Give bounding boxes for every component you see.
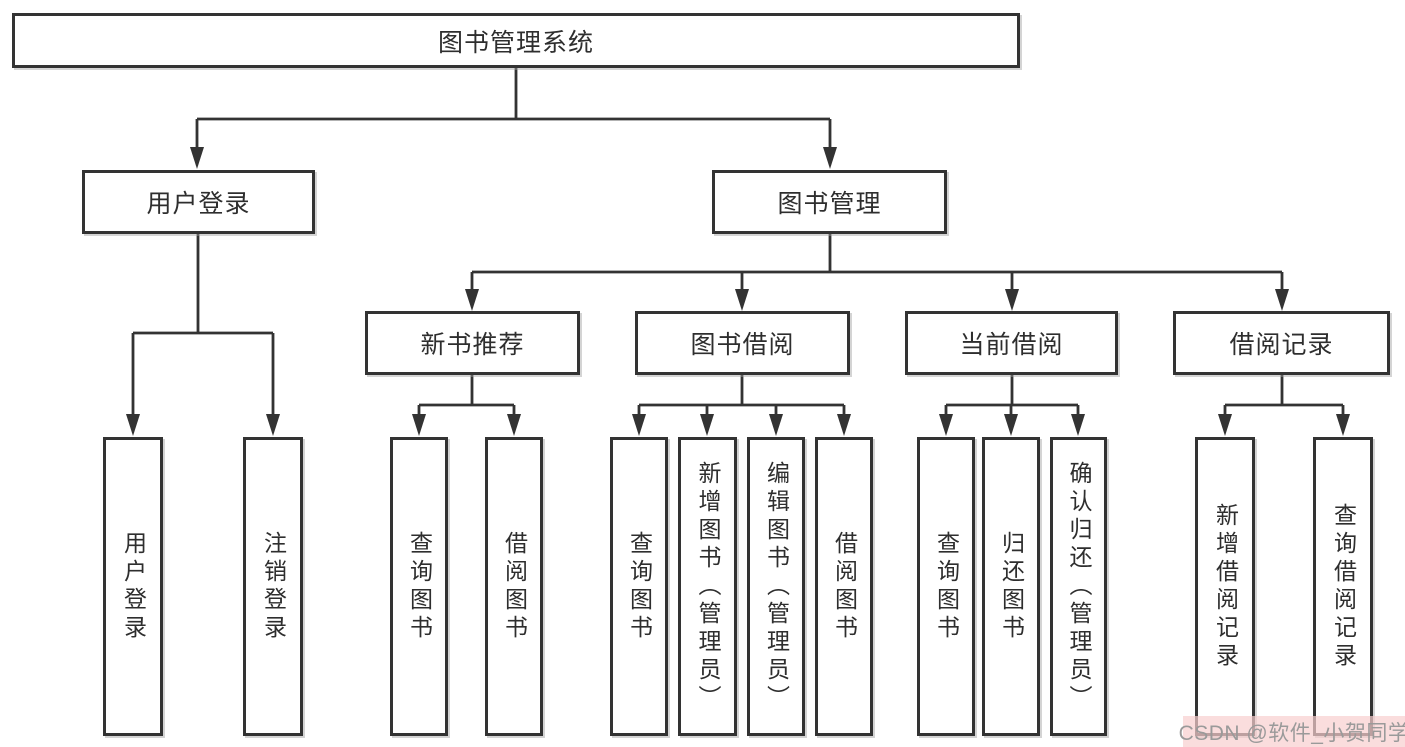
- leaf-current-query-books: 查询图书: [917, 437, 975, 736]
- leaf-current-query-books-label: 查询图书: [933, 530, 960, 643]
- leaf-borrow-edit-books-admin: 编辑图书（管理员）: [747, 437, 805, 736]
- leaf-current-confirm-return-admin: 确认归还（管理员）: [1050, 437, 1107, 736]
- edge-userlogin-to-children: [131, 234, 275, 417]
- arrow-icon: [507, 414, 521, 436]
- arrow-icon: [412, 414, 426, 436]
- arrow-icon: [735, 289, 749, 311]
- arrow-icon: [1071, 414, 1085, 436]
- edge-currentborrow-to-children: [944, 375, 1080, 417]
- arrow-icon: [837, 414, 851, 436]
- arrow-icon: [823, 147, 837, 169]
- leaf-borrow-borrow-books: 借阅图书: [815, 437, 873, 736]
- arrow-icon: [266, 414, 280, 436]
- edge-newbookrec-to-children: [417, 375, 516, 417]
- arrow-icon: [126, 414, 140, 436]
- arrowheads: [126, 147, 1350, 436]
- arrow-icon: [632, 414, 646, 436]
- arrow-icon: [1275, 289, 1289, 311]
- watermark: CSDN @软件_小贺同学: [1179, 716, 1405, 747]
- leaf-records-add-record-label: 新增借阅记录: [1212, 502, 1239, 671]
- leaf-records-add-record: 新增借阅记录: [1195, 437, 1255, 736]
- leaf-logout: 注销登录: [243, 437, 303, 736]
- node-new-book-recommend-label: 新书推荐: [420, 331, 525, 359]
- arrow-icon: [939, 414, 953, 436]
- node-book-management: 图书管理: [712, 170, 947, 234]
- leaf-newrec-borrow-books-label: 借阅图书: [501, 530, 528, 643]
- arrow-icon: [1004, 414, 1018, 436]
- node-book-management-label: 图书管理: [777, 190, 882, 218]
- leaf-borrow-query-books: 查询图书: [610, 437, 668, 736]
- node-root-label: 图书管理系统: [437, 28, 594, 57]
- leaf-borrow-add-books-admin-label: 新增图书（管理员）: [695, 460, 721, 713]
- leaf-user-login-label: 用户登录: [120, 530, 147, 643]
- edge-bookmgmt-to-level3: [470, 234, 1284, 292]
- arrow-icon: [769, 414, 783, 436]
- watermark-text: CSDN @软件_小贺同学: [1178, 721, 1405, 745]
- node-new-book-recommend: 新书推荐: [365, 311, 580, 375]
- node-current-borrow: 当前借阅: [905, 311, 1118, 375]
- leaf-current-return-books: 归还图书: [982, 437, 1040, 736]
- node-borrow-records-label: 借阅记录: [1229, 331, 1334, 359]
- node-user-login-label: 用户登录: [146, 190, 251, 218]
- node-user-login: 用户登录: [82, 170, 315, 234]
- leaf-newrec-query-books: 查询图书: [390, 437, 448, 736]
- arrow-icon: [465, 289, 479, 311]
- arrow-icon: [1005, 289, 1019, 311]
- arrow-icon: [1218, 414, 1232, 436]
- edge-root-to-level2: [195, 68, 832, 150]
- arrow-icon: [1336, 414, 1350, 436]
- edge-borrowrecords-to-children: [1223, 375, 1345, 417]
- arrow-icon: [700, 414, 714, 436]
- node-book-borrow-label: 图书借阅: [690, 331, 795, 359]
- leaf-user-login: 用户登录: [103, 437, 163, 736]
- node-book-borrow: 图书借阅: [635, 311, 850, 375]
- leaf-records-query-record: 查询借阅记录: [1313, 437, 1373, 736]
- leaf-newrec-query-books-label: 查询图书: [406, 530, 433, 643]
- leaf-borrow-borrow-books-label: 借阅图书: [831, 530, 858, 643]
- leaf-current-return-books-label: 归还图书: [998, 530, 1025, 643]
- leaf-current-confirm-return-admin-label: 确认归还（管理员）: [1066, 460, 1092, 713]
- leaf-newrec-borrow-books: 借阅图书: [485, 437, 543, 736]
- leaf-logout-label: 注销登录: [260, 530, 287, 643]
- node-root: 图书管理系统: [12, 13, 1020, 68]
- leaf-records-query-record-label: 查询借阅记录: [1330, 502, 1357, 671]
- leaf-borrow-edit-books-admin-label: 编辑图书（管理员）: [763, 460, 790, 713]
- arrow-icon: [190, 147, 204, 169]
- node-borrow-records: 借阅记录: [1173, 311, 1390, 375]
- leaf-borrow-query-books-label: 查询图书: [626, 530, 653, 643]
- edge-bookborrow-to-children: [637, 375, 846, 417]
- node-current-borrow-label: 当前借阅: [959, 331, 1064, 359]
- leaf-borrow-add-books-admin: 新增图书（管理员）: [678, 437, 737, 736]
